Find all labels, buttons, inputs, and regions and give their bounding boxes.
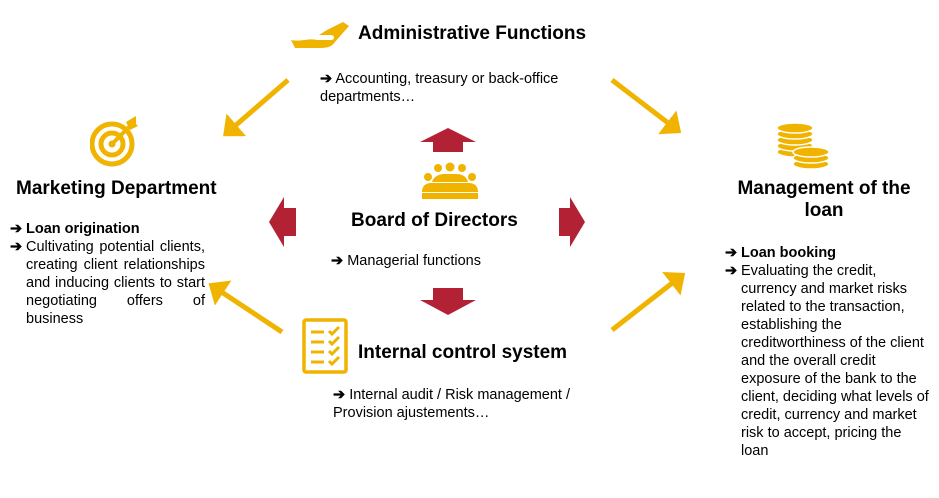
arrow-board-down [420,288,476,315]
internal-desc-text: Internal audit / Risk management / Provi… [333,387,571,421]
marketing-section: Marketing Department ➔ Loan origination … [10,108,217,358]
board-section: Board of Directors ➔ Managerial function… [330,160,570,280]
arrow-board-right [559,197,585,247]
internal-title: Internal control system [358,342,568,363]
management-bullet-1: ➔ Loan booking [725,245,837,261]
board-desc: ➔ Managerial functions [331,252,481,270]
arrow-internal-to-management [610,271,686,332]
internal-bullet: ➔ [333,387,346,403]
admin-desc: ➔ Accounting, treasury or back-office de… [320,70,610,106]
target-icon [90,116,138,167]
arrow-board-up [420,128,476,152]
internal-section: Internal control system ➔ Internal audit… [300,318,620,428]
marketing-bullets: ➔ Loan origination ➔ Cultivating potenti… [10,220,205,328]
arrow-internal-to-marketing [208,280,284,335]
board-title: Board of Directors [351,210,518,231]
management-bullets: ➔ Loan booking ➔ Evaluating the credit, … [725,244,930,460]
admin-bullet: ➔ [320,71,333,87]
people-icon [422,162,478,199]
board-desc-text: Managerial functions [347,253,481,269]
hand-icon [291,22,349,48]
management-section: Management of the loan ➔ Loan booking ➔ … [715,110,935,490]
internal-desc: ➔ Internal audit / Risk management / Pro… [333,386,613,422]
marketing-title: Marketing Department [16,178,217,199]
arrow-board-left [269,197,296,247]
marketing-bullet-1: ➔ Loan origination [10,221,140,237]
management-bullet-2: ➔ Evaluating the credit, currency and ma… [725,263,929,459]
board-bullet: ➔ [331,253,344,269]
arrow-admin-to-marketing [223,78,290,137]
marketing-bullet-2: ➔ Cultivating potential clients, creatin… [10,239,205,327]
admin-desc-text: Accounting, treasury or back-office depa… [320,71,559,105]
checklist-icon [302,318,348,374]
admin-section: Administrative Functions ➔ Accounting, t… [285,14,605,114]
coins-icon [776,122,830,170]
arrow-admin-to-management [610,78,682,135]
management-title: Management of the loan [737,178,911,221]
admin-title: Administrative Functions [358,23,587,44]
